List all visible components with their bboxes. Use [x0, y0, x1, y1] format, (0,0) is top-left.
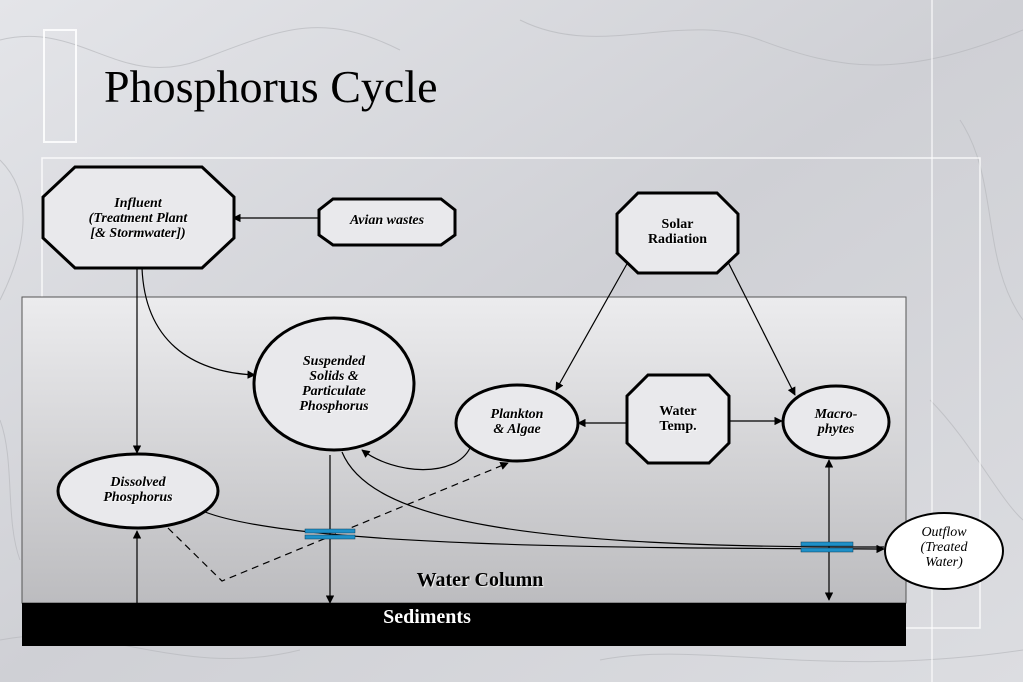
water-column-label: Water Column: [416, 569, 544, 591]
plankton-line-1: Plankton: [490, 407, 544, 422]
flow-markers: [304, 528, 854, 553]
outflow-node: [884, 512, 1004, 590]
suspended-line-1: Suspended: [302, 354, 366, 369]
solar-line-2: Radiation: [647, 232, 708, 247]
flow-marker-left-top: [304, 528, 356, 534]
outflow-line-3: Water): [925, 555, 963, 570]
arrow-solar-to-plankton: [555, 261, 629, 391]
outflow-line-2: (Treated: [920, 540, 968, 555]
suspended-line-2: Solids &: [309, 369, 359, 384]
macrophytes-line-1: Macro-: [814, 407, 858, 422]
flow-marker-right-top: [800, 541, 854, 547]
water-temp-node: [625, 373, 731, 465]
arrow-suspended-to-outflow: [341, 451, 885, 548]
dissolved-line-2: Phosphorus: [103, 490, 173, 505]
dissolved-phosphorus-node: [56, 452, 220, 530]
page-title: Phosphorus Cycle: [104, 61, 438, 112]
water-column-zone: [21, 296, 907, 604]
arrow-dissolved-to-outflow: [204, 511, 885, 554]
plankton-line-2: & Algae: [493, 422, 541, 437]
water-temp-label: Water Temp.: [627, 404, 729, 434]
water-temp-line-1: Water: [659, 404, 697, 419]
flow-marker-left-bottom: [304, 534, 356, 540]
connectors: [132, 213, 885, 605]
arrow-dissolved-to-plankton: [167, 462, 509, 582]
avian-wastes-label: Avian wastes: [349, 213, 425, 228]
suspended-line-3: Particulate: [302, 384, 366, 399]
arrow-plankton-to-suspended: [361, 447, 471, 471]
dissolved-line-1: Dissolved: [110, 475, 166, 490]
plankton-algae-node: [454, 383, 580, 463]
macrophytes-line-2: phytes: [817, 422, 855, 437]
sediments-zone: [22, 603, 906, 646]
solar-radiation-label: Solar Radiation: [617, 217, 738, 247]
outflow-label: Outflow (Treated Water): [885, 525, 1003, 570]
macrophytes-node: [781, 384, 891, 460]
arrow-influent-to-suspended: [141, 267, 256, 379]
influent-node: [41, 165, 236, 270]
macrophytes-label: Macro- phytes: [783, 407, 889, 437]
suspended-solids-node: [252, 316, 416, 452]
influent-line-2: (Treatment Plant: [88, 211, 188, 226]
nodes: [41, 165, 1004, 590]
arrow-solar-to-macrophytes: [727, 261, 796, 396]
avian-wastes-node: [317, 197, 457, 247]
plankton-algae-label: Plankton & Algae: [457, 407, 577, 437]
influent-line-1: Influent: [114, 196, 162, 211]
water-temp-line-2: Temp.: [659, 419, 697, 434]
title-bar-decoration: [43, 29, 77, 143]
solar-line-1: Solar: [661, 217, 694, 232]
flow-marker-right-bottom: [800, 547, 854, 553]
suspended-solids-label: Suspended Solids & Particulate Phosphoru…: [264, 354, 404, 414]
influent-label: Influent (Treatment Plant [& Stormwater]…: [58, 196, 218, 241]
suspended-line-4: Phosphorus: [299, 399, 369, 414]
outflow-line-1: Outflow: [921, 525, 967, 540]
solar-radiation-node: [615, 191, 740, 275]
sediments-label: Sediments: [383, 606, 471, 628]
marble-veins: [0, 19, 1023, 663]
influent-line-3: [& Stormwater]): [90, 226, 186, 241]
dissolved-phosphorus-label: Dissolved Phosphorus: [68, 475, 208, 505]
